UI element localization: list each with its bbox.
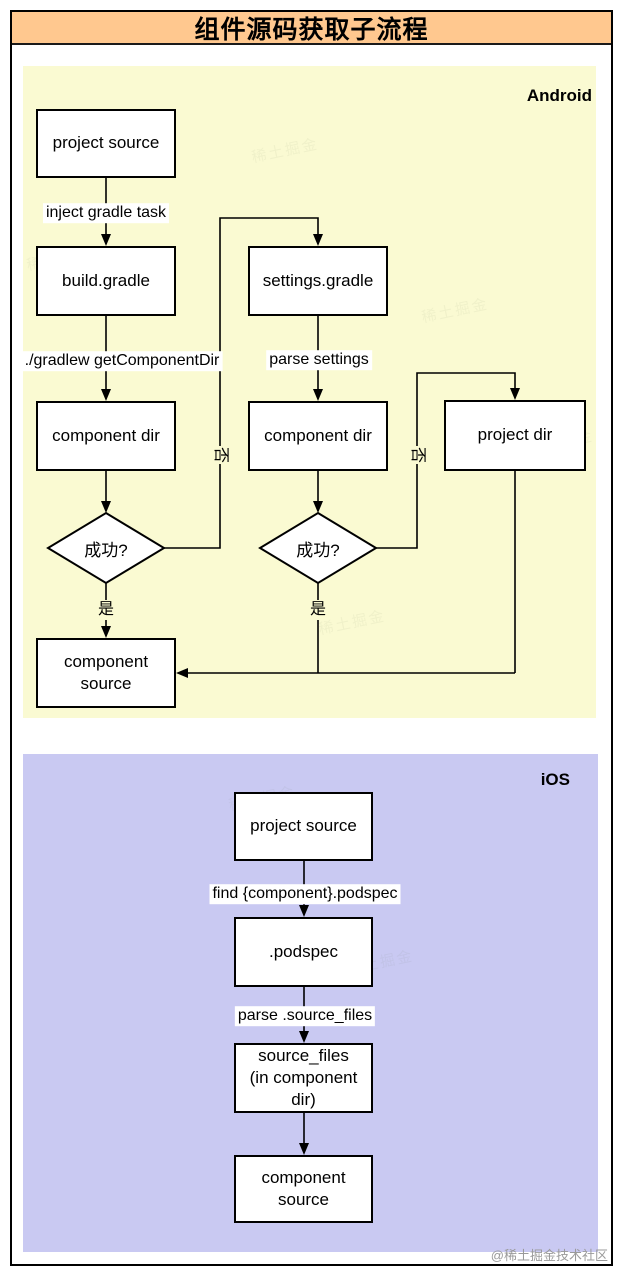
node-ios-project-source: project source	[234, 792, 373, 861]
branch-label-yes-left: 是	[96, 600, 116, 620]
edge-label-gradlew-getcomponentdir: ./gradlew getComponentDir	[21, 351, 223, 371]
edge-label-find-podspec: find {component}.podspec	[209, 884, 401, 904]
watermark-text: @稀土掘金技术社区	[490, 1248, 608, 1263]
branch-label-no-left: 否	[210, 445, 230, 465]
branch-label-no-mid: 否	[407, 445, 427, 465]
ios-section-label: iOS	[540, 770, 570, 789]
decision-mid-label: 成功?	[296, 540, 340, 560]
edge-label-inject-gradle-task: inject gradle task	[42, 203, 170, 223]
node-component-dir-mid: component dir	[248, 401, 388, 471]
node-android-component-source: component source	[36, 638, 176, 708]
android-section-label: Android	[526, 86, 592, 105]
node-source-files: source_files (in component dir)	[234, 1043, 373, 1113]
page-title: 组件源码获取子流程	[194, 15, 429, 44]
branch-label-yes-mid: 是	[308, 600, 328, 620]
edge-label-parse-source-files: parse .source_files	[234, 1006, 376, 1026]
node-settings-gradle: settings.gradle	[248, 246, 388, 316]
node-ios-component-source: component source	[234, 1155, 373, 1223]
node-podspec: .podspec	[234, 917, 373, 987]
node-build-gradle: build.gradle	[36, 246, 176, 316]
node-android-project-source: project source	[36, 109, 176, 178]
node-component-dir-left: component dir	[36, 401, 176, 471]
edge-label-parse-settings: parse settings	[266, 350, 372, 370]
node-project-dir: project dir	[444, 400, 586, 471]
decision-left-label: 成功?	[84, 540, 128, 560]
title-bar: 组件源码获取子流程	[12, 12, 611, 45]
